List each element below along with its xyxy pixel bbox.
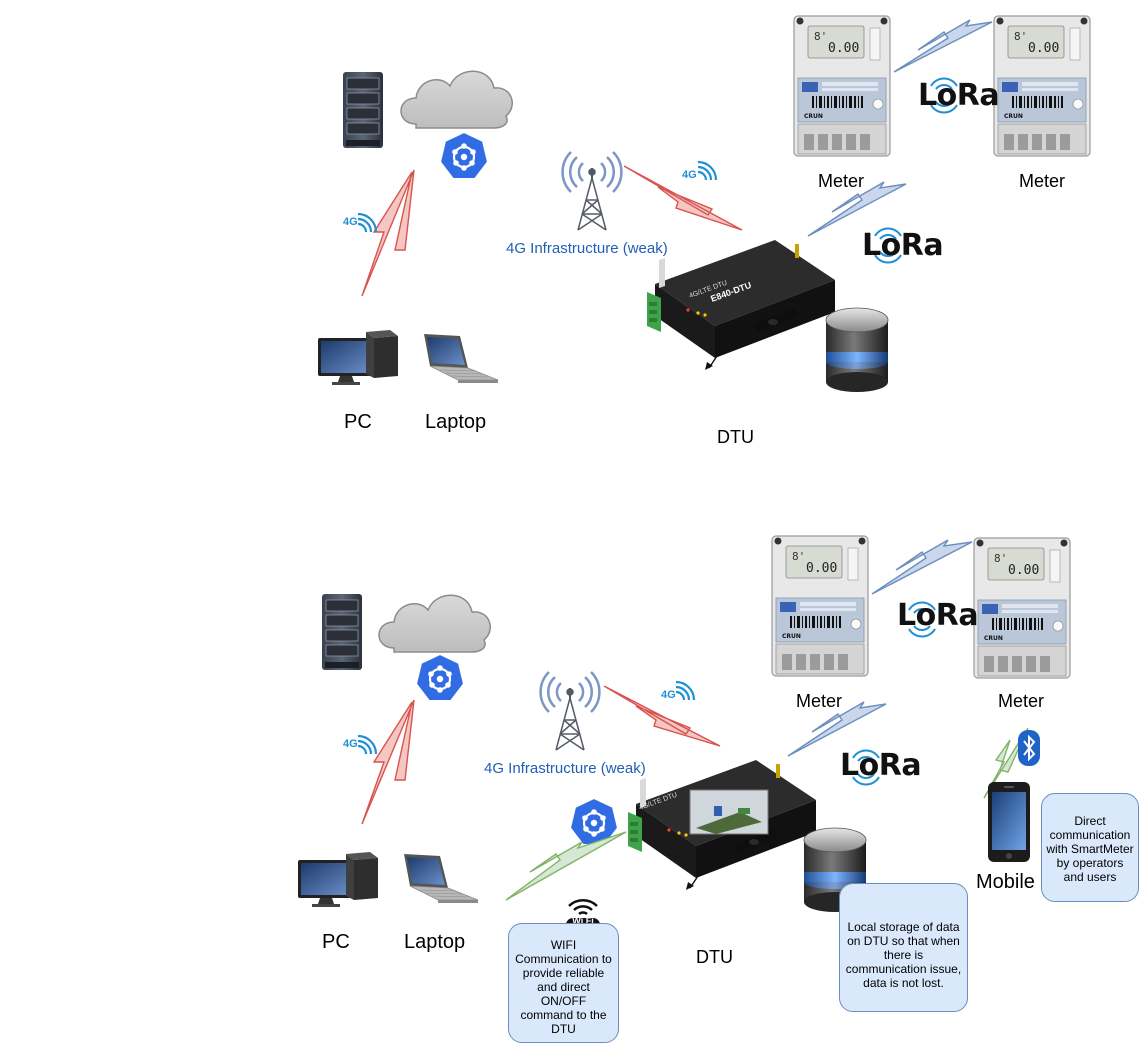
wifi-badge-label: Wi Fi — [572, 916, 593, 926]
wifi-note: WIFI Communication to provide reliable a… — [508, 923, 619, 1043]
cloud-icon — [400, 70, 513, 129]
cell-tower-icon — [539, 670, 601, 752]
lora-label-top: LoRa — [918, 78, 1000, 113]
lora-link-meters — [871, 539, 973, 595]
cell-tower-icon — [561, 150, 623, 232]
mobile-label: Mobile — [976, 871, 1035, 893]
kubernetes-icon — [438, 130, 490, 181]
lora-label-mid: LoRa — [840, 748, 922, 783]
meter-label-right: Meter — [998, 691, 1045, 711]
lora-link-meters — [893, 19, 993, 73]
dtu-label: DTU — [696, 947, 733, 967]
smart-meter-icon-right — [993, 15, 1091, 157]
meter-label-left: Meter — [796, 691, 843, 711]
badge-4g-tower: 4G — [682, 169, 697, 181]
infrastructure-label: 4G Infrastructure (weak) — [506, 240, 668, 257]
storage-note: Local storage of data on DTU so that whe… — [839, 883, 968, 1012]
4g-signal-icon — [674, 680, 696, 702]
mobile-note: Direct communication with SmartMeter by … — [1041, 793, 1139, 902]
diagram-bottom: 4G/LTE DTU Wi Fi — [298, 535, 1071, 935]
4g-signal-icon — [356, 212, 378, 234]
wifi-note-text: WIFI Communication to provide reliable a… — [515, 938, 612, 1036]
smart-meter-icon-right — [973, 537, 1071, 679]
meter-label-left: Meter — [818, 171, 865, 191]
meter-label-right: Meter — [1019, 171, 1066, 191]
kubernetes-icon — [414, 652, 466, 703]
database-icon — [825, 307, 889, 393]
server-icon — [342, 71, 384, 149]
diagram-top: 4G/LTE DTU E840-DTU — [318, 15, 1091, 393]
4g-link-cloud — [361, 699, 415, 825]
dtu-device-icon — [646, 239, 836, 371]
laptop-icon — [403, 853, 479, 904]
mobile-note-text: Direct communication with SmartMeter by … — [1046, 814, 1134, 884]
laptop-icon — [423, 333, 499, 384]
mobile-phone-icon — [988, 782, 1030, 862]
bluetooth-link — [983, 727, 1029, 799]
4g-link-tower — [623, 165, 743, 231]
badge-4g-tower: 4G — [661, 689, 676, 701]
4g-signal-icon — [696, 160, 718, 182]
badge-4g-cloud: 4G — [343, 216, 358, 228]
laptop-label: Laptop — [404, 931, 466, 953]
pc-label: PC — [322, 931, 350, 953]
pc-icon — [318, 330, 398, 385]
storage-note-text: Local storage of data on DTU so that whe… — [845, 920, 962, 990]
infrastructure-label: 4G Infrastructure (weak) — [484, 760, 646, 777]
badge-4g-cloud: 4G — [343, 738, 358, 750]
wifi-link — [505, 831, 627, 901]
dtu-label: DTU — [717, 427, 754, 447]
lora-label-mid: LoRa — [862, 228, 944, 263]
lora-label-top: LoRa — [897, 598, 979, 633]
pc-icon — [298, 852, 378, 907]
pc-label: PC — [344, 411, 372, 433]
4g-link-cloud — [361, 169, 415, 297]
bluetooth-icon — [1017, 729, 1041, 767]
laptop-label: Laptop — [425, 411, 487, 433]
server-icon — [321, 593, 363, 671]
smart-meter-icon-left — [793, 15, 891, 157]
4g-link-tower — [603, 685, 721, 747]
lora-link-dtu — [807, 181, 907, 237]
smart-meter-icon-left — [771, 535, 869, 677]
lora-link-dtu — [787, 701, 887, 757]
cloud-icon — [378, 594, 491, 653]
4g-signal-icon — [356, 734, 378, 756]
